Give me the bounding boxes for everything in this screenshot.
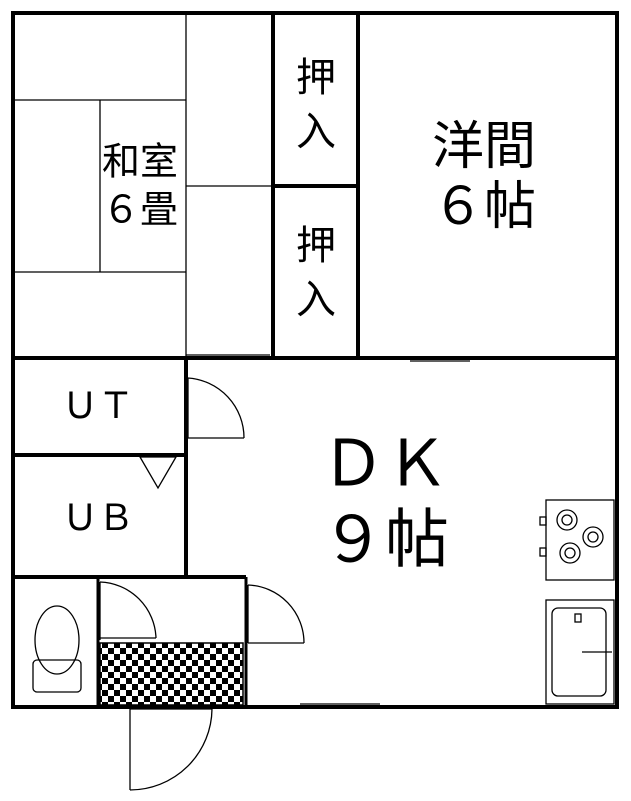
washitsu-label-line2: ６畳 <box>102 188 178 232</box>
entrance-floor <box>99 642 244 706</box>
door-swing-icon <box>187 377 245 439</box>
door-swing-icon <box>247 584 305 644</box>
dk-label-line1: ＤＫ <box>321 428 449 502</box>
door-swing-icon <box>129 708 213 791</box>
washitsu-label-line1: 和室 <box>102 140 178 184</box>
door-swing-icon <box>99 581 157 640</box>
sink-icon <box>545 599 615 705</box>
toilet-icon <box>32 605 82 693</box>
ub-label: ＵＢ <box>62 498 134 539</box>
door-marker-icon <box>138 456 178 490</box>
oshiire-bottom-label-line2: 入 <box>296 277 336 323</box>
ut-label: ＵＴ <box>62 386 134 427</box>
youma-label-line2: ６帖 <box>432 177 536 237</box>
dk-label-line2: ９帖 <box>321 504 449 578</box>
oshiire-top-label-line2: 入 <box>296 109 336 155</box>
oshiire-bottom-label-line1: 押 <box>296 223 336 269</box>
tatami-grid <box>13 13 273 358</box>
youma-label-line1: 洋間 <box>432 117 536 177</box>
stove-icon <box>539 499 615 581</box>
sliding-door-marks <box>186 354 470 705</box>
oshiire-top-label-line1: 押 <box>296 55 336 101</box>
